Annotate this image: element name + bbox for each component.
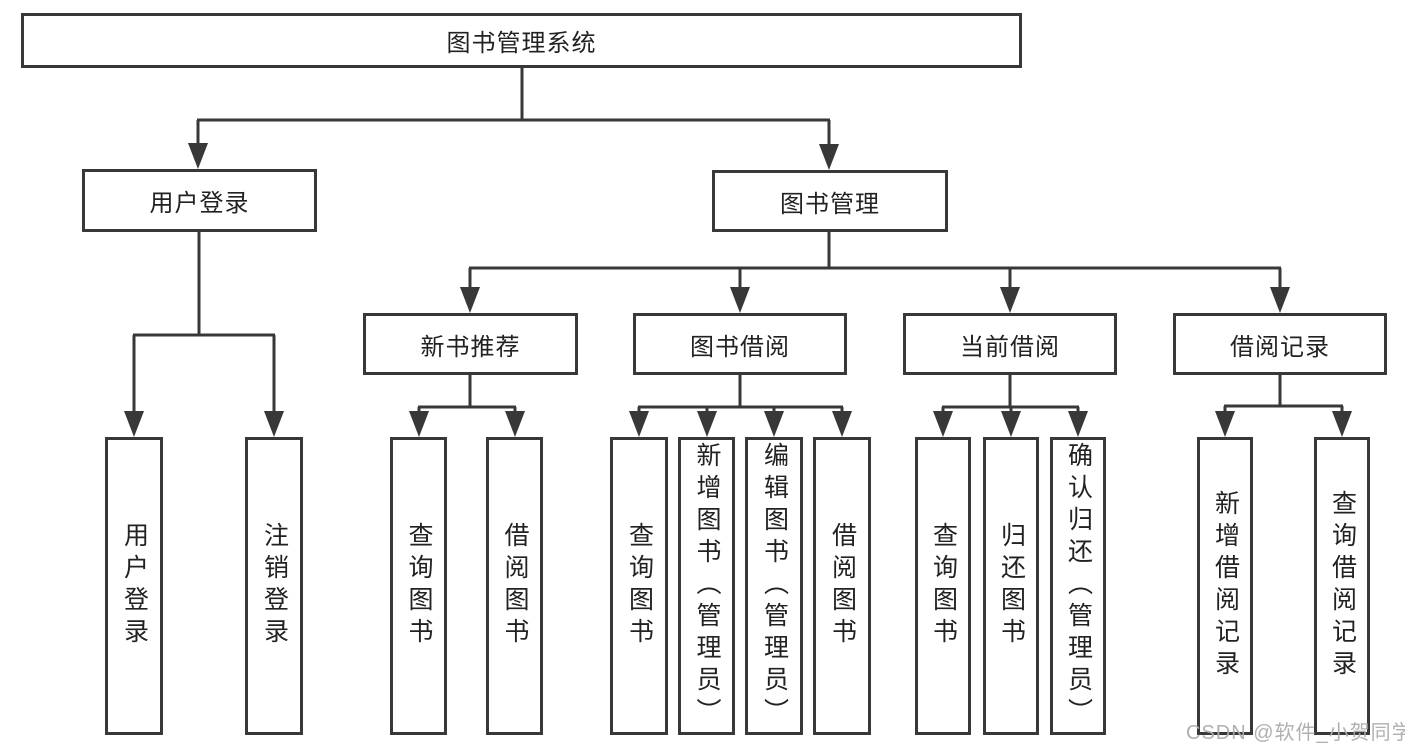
csdn-watermark: CSDN @软件_小贺同学: [1186, 722, 1405, 744]
leaf-user-login: 用户登录: [105, 437, 163, 735]
leaf-label: 归还图书: [997, 522, 1026, 650]
node-label: 用户登录: [149, 190, 250, 217]
leaf-label: 查询图书: [405, 522, 433, 650]
node-label: 借阅记录: [1230, 333, 1330, 361]
leaf-label: 查询借阅记录: [1328, 490, 1357, 682]
arrow-icon: [1270, 287, 1290, 313]
leaf-label: 新增借阅记录: [1211, 490, 1240, 682]
leaf-edit-book-admin: 编辑图书（管理员）: [745, 437, 803, 735]
leaf-borrow-books: 借阅图书: [813, 437, 871, 735]
connector-root-to-level2: [196, 68, 831, 147]
node-library-management-system: 图书管理系统: [21, 13, 1022, 68]
leaf-query-books-recommend: 查询图书: [390, 437, 447, 735]
connector-current-borrow-to-leaves: [941, 375, 1080, 413]
node-label: 新书推荐: [420, 333, 521, 361]
arrow-icon: [933, 411, 953, 437]
arrow-icon: [124, 411, 144, 437]
arrow-icon: [730, 287, 750, 313]
connector-book-borrow-to-leaves: [637, 375, 844, 413]
leaf-query-books-current: 查询图书: [915, 437, 971, 735]
node-current-borrow: 当前借阅: [903, 313, 1117, 375]
node-label: 图书管理: [780, 190, 880, 218]
arrow-icon: [409, 411, 429, 437]
leaf-add-borrow-record: 新增借阅记录: [1197, 437, 1253, 735]
leaf-return-book: 归还图书: [983, 437, 1039, 735]
connector-borrow-records-to-leaves: [1223, 375, 1344, 413]
leaf-label: 用户登录: [120, 522, 149, 650]
leaf-label: 注销登录: [260, 522, 289, 650]
connector-book-management-to-level3: [468, 232, 1282, 289]
leaf-label: 借阅图书: [828, 522, 857, 650]
arrow-icon: [1000, 287, 1020, 313]
leaf-label: 新增图书（管理员）: [693, 442, 721, 730]
connector-user-login-to-leaves: [132, 232, 276, 413]
node-user-login: 用户登录: [82, 169, 317, 232]
arrow-icon: [1215, 411, 1235, 437]
arrow-icon: [832, 411, 852, 437]
arrow-icon: [1332, 411, 1352, 437]
arrowheads: [124, 143, 1352, 437]
leaf-label: 查询图书: [929, 522, 958, 650]
leaf-label: 查询图书: [625, 522, 654, 650]
node-new-book-recommend: 新书推荐: [363, 313, 578, 375]
leaf-label: 借阅图书: [501, 522, 529, 650]
node-borrow-records: 借阅记录: [1173, 313, 1387, 375]
leaf-add-book-admin: 新增图书（管理员）: [678, 437, 735, 735]
leaf-label: 编辑图书（管理员）: [760, 442, 789, 730]
node-book-borrow: 图书借阅: [633, 313, 847, 375]
arrow-icon: [460, 287, 480, 313]
leaf-borrow-books-recommend: 借阅图书: [486, 437, 543, 735]
leaf-query-books-borrow: 查询图书: [610, 437, 668, 735]
arrow-icon: [764, 411, 784, 437]
leaf-query-borrow-record: 查询借阅记录: [1314, 437, 1370, 735]
arrow-icon: [505, 411, 525, 437]
arrow-icon: [1068, 411, 1088, 437]
leaf-confirm-return-admin: 确认归还（管理员）: [1050, 437, 1106, 735]
arrow-icon: [1001, 411, 1021, 437]
node-label: 图书借阅: [690, 333, 790, 361]
arrow-icon: [697, 411, 717, 437]
node-book-management: 图书管理: [712, 170, 948, 232]
arrow-icon: [629, 411, 649, 437]
connector-new-book-recommend-to-leaves: [417, 375, 517, 413]
leaf-logout: 注销登录: [245, 437, 303, 735]
arrow-icon: [264, 411, 284, 437]
node-label: 当前借阅: [960, 333, 1060, 361]
node-label: 图书管理系统: [446, 30, 597, 57]
leaf-label: 确认归还（管理员）: [1064, 442, 1093, 730]
arrow-icon: [188, 143, 208, 169]
arrow-icon: [819, 144, 839, 170]
